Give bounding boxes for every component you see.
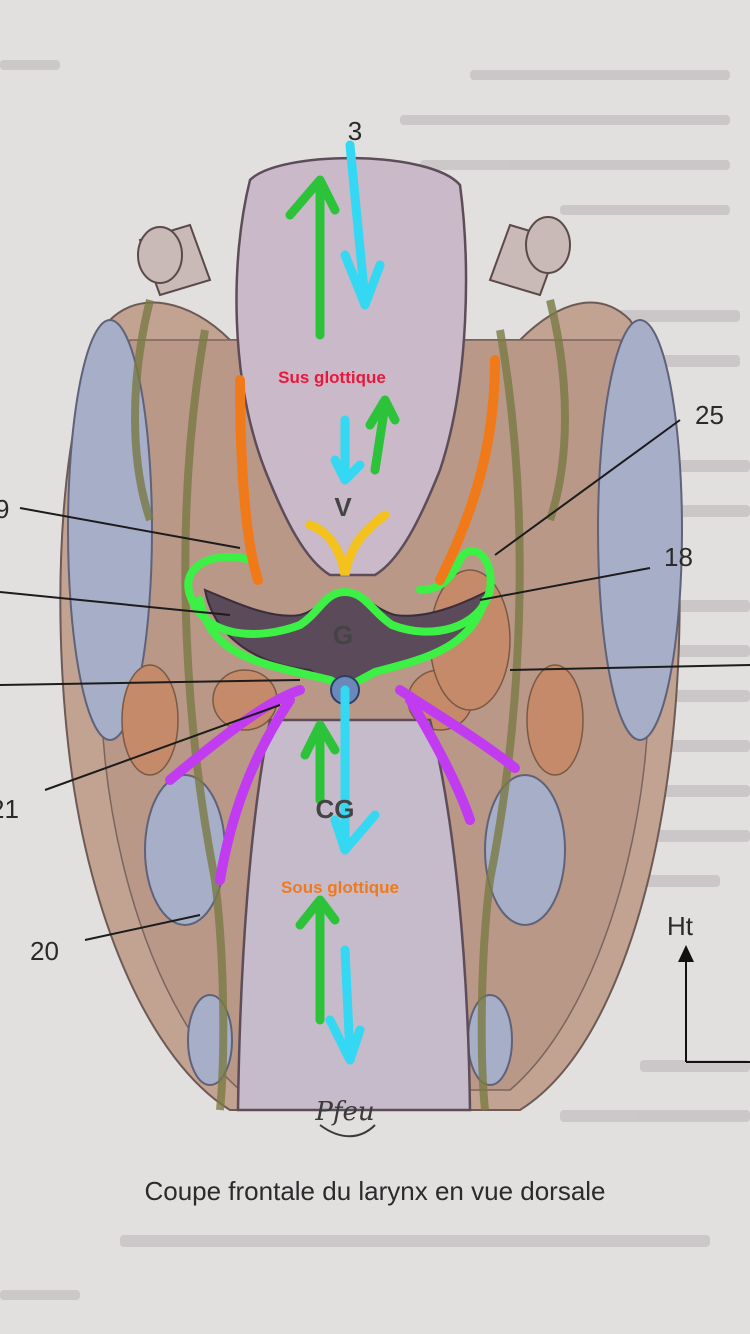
orientation-axis: Ht — [667, 911, 750, 1063]
superior-horns — [137, 216, 571, 297]
vocal-fold-marks — [165, 685, 520, 885]
thyroid-stripes — [131, 299, 569, 1111]
label-9: 9 — [0, 494, 9, 524]
svg-text:Pfeu: Pfeu — [314, 1097, 374, 1127]
label-v: V — [334, 492, 352, 522]
label-cg: CG — [316, 794, 355, 824]
label-g: G — [333, 620, 353, 650]
figure-caption: Coupe frontale du larynx en vue dorsale — [144, 1176, 606, 1206]
ventricle-marks — [235, 355, 500, 585]
trachea — [236, 718, 472, 1112]
axis-arrow-icon — [678, 945, 694, 962]
airflow-up-arrows — [285, 175, 400, 1025]
leader-lines — [0, 419, 750, 941]
label-21: 21 — [0, 794, 19, 824]
lateral-structures — [67, 319, 683, 1086]
label-18: 18 — [664, 542, 693, 572]
label-sus-glottique: Sus glottique — [278, 368, 386, 387]
label-3: 3 — [348, 116, 362, 146]
label-20: 20 — [30, 936, 59, 966]
label-sous-glottique: Sous glottique — [281, 878, 399, 897]
artist-signature: Pfeu — [314, 1097, 376, 1138]
axis-label-ht: Ht — [667, 911, 694, 941]
airflow-down-arrows — [325, 140, 385, 1065]
epiglottis — [235, 156, 468, 577]
epiglottis-v-mark — [305, 510, 390, 576]
label-25: 25 — [695, 400, 724, 430]
